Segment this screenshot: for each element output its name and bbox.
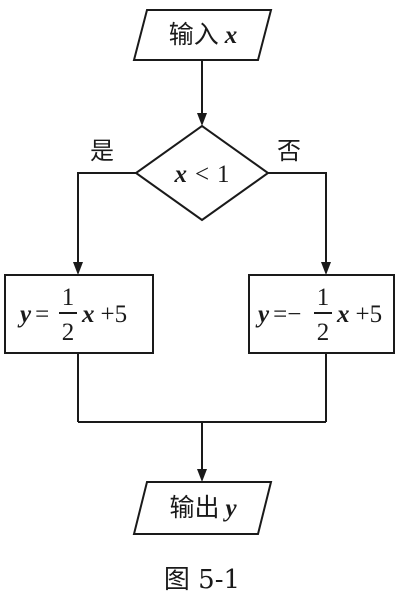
arrow-down-icon [197,469,207,482]
branch-yes-label: 是 [90,137,114,165]
left-process-box [4,274,154,354]
right-fraction-numerator: 1 [317,284,330,311]
decision-diamond [134,124,270,222]
decision-node: x<1 [134,124,270,222]
input-parallelogram [132,9,273,61]
left-process-node: y= 1 2 x+5 [4,274,154,354]
arrow-down-icon [321,262,331,275]
figure-caption: 图 5-1 [164,565,240,595]
connector-no-branch [268,172,327,264]
connector-yes-branch [77,172,136,264]
left-formula-rhs: x+5 [81,301,127,328]
right-formula-rhs: x+5 [336,301,382,328]
right-process-node: y=− 1 2 x+5 [248,274,395,354]
left-fraction-numerator: 1 [62,284,75,311]
right-formula-lhs: y=− [255,301,301,328]
branch-no-label: 否 [277,137,301,165]
arrow-down-icon [73,262,83,275]
left-formula-lhs: y= [17,301,49,328]
left-fraction-denominator: 2 [62,319,75,346]
output-parallelogram [132,481,273,535]
decision-condition: x<1 [173,161,229,188]
arrow-down-icon [197,113,207,126]
right-fraction-denominator: 2 [317,319,330,346]
